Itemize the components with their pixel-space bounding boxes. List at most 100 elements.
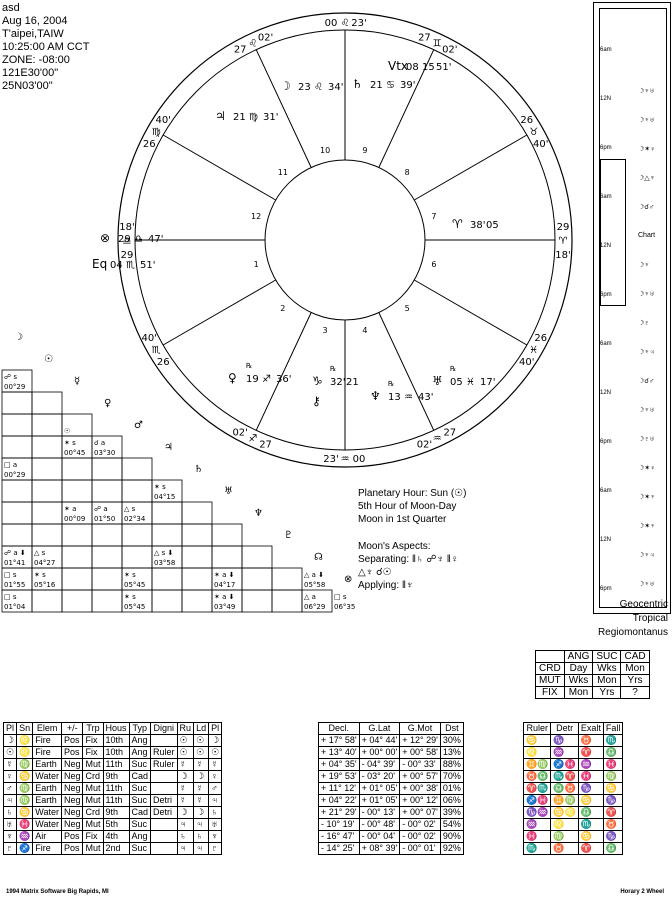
planets-cell: Fire xyxy=(32,842,62,855)
planets-cell: Suc xyxy=(128,794,152,807)
planet-minute: 17' xyxy=(480,377,495,388)
planets-header: Typ xyxy=(128,722,152,735)
dignity-cell: ♎ xyxy=(602,842,624,855)
timeline-event: ☽♆♃ xyxy=(638,552,655,559)
aspect-orb: 00°09 xyxy=(64,515,85,523)
planets-cell: ♃ xyxy=(2,794,18,807)
planet-minute: 43' xyxy=(418,392,433,403)
retrograde-mark: ℞ xyxy=(450,365,456,373)
planets-cell: ♋ xyxy=(16,806,34,819)
timeline-event: ☽✶♀ xyxy=(638,465,656,472)
planets-cell: Fix xyxy=(82,734,104,747)
dignity-cell: ♉ xyxy=(602,818,624,831)
planets-header: Trp xyxy=(82,722,104,735)
cusp-degree-label: 26 xyxy=(534,333,547,344)
moons-aspects-separating-2: △♆ ☌☉ xyxy=(358,567,392,578)
planets-cell: ☉ xyxy=(176,746,195,759)
grid-row-glyph: ⊗ xyxy=(344,574,352,585)
aspect-symbol: ✶ a ⬇ xyxy=(214,593,234,601)
timeline-tick: 12N xyxy=(600,243,612,249)
planet-sign: ♍ xyxy=(249,112,258,123)
dignity-cell: ♒ xyxy=(550,746,579,759)
declination-cell: - 10° 19' xyxy=(318,818,360,831)
aspect-grid-cell xyxy=(181,523,213,547)
planets-cell: ☿ xyxy=(208,758,223,771)
planets-cell: Ang xyxy=(128,830,152,843)
aspect-grid-cell xyxy=(1,589,33,613)
system-tropical: Tropical xyxy=(632,613,668,624)
planets-cell: 11th xyxy=(102,782,130,795)
aspect-orb: 05°45 xyxy=(124,581,145,589)
aspect-grid-cell xyxy=(61,479,93,503)
house-cusp-line xyxy=(255,49,312,168)
planets-cell: Mut xyxy=(82,794,104,807)
aspect-orb: 04°17 xyxy=(214,581,235,589)
chart-header: asd Aug 16, 2004 T'aipei,TAIW 10:25:00 A… xyxy=(2,2,89,93)
declination-cell: - 00° 13' xyxy=(358,806,401,819)
cusp-sign-label: ♍ xyxy=(152,127,161,138)
planet-minute: 36' xyxy=(276,374,291,385)
planets-cell: Neg xyxy=(60,806,84,819)
planets-cell: Earth xyxy=(32,782,62,795)
declination-cell: 06% xyxy=(439,794,464,807)
aspect-grid-cell xyxy=(1,545,33,569)
cusp-sign-label: ♌ xyxy=(341,18,350,29)
house-number: 7 xyxy=(431,212,436,221)
aspect-grid-cell xyxy=(211,589,243,613)
declination-cell: + 01° 05' xyxy=(358,794,401,807)
cusp-degree-label: 29 xyxy=(557,222,570,233)
aspect-symbol: ☍ a ⬇ xyxy=(4,549,26,557)
planets-cell: Water xyxy=(32,818,62,831)
cusp-minute-label: 40' xyxy=(155,115,170,126)
aspect-grid-cell xyxy=(61,589,93,613)
aspect-grid-cell xyxy=(31,523,63,547)
planets-cell: Mut xyxy=(82,758,104,771)
grid-row-glyph: ♇ xyxy=(284,530,293,541)
aspect-symbol: △ s ⬇ xyxy=(154,549,173,557)
planets-cell: Detri xyxy=(150,806,178,819)
cusp-degree-label: 26 xyxy=(520,115,533,126)
aspect-orb: 01°50 xyxy=(94,515,115,523)
declination-cell: + 00° 00' xyxy=(358,746,401,759)
planets-cell: ☽ xyxy=(176,806,195,819)
planet-minute: 31' xyxy=(263,112,278,123)
planets-cell: ♐ xyxy=(16,842,34,855)
cusp-degree-label: 27 xyxy=(418,33,431,44)
house-number: 6 xyxy=(431,260,436,269)
declination-cell: + 00° 12' xyxy=(399,794,441,807)
dignity-header: Fall xyxy=(602,722,624,735)
cusp-sign-label: ♌ xyxy=(248,38,257,49)
timeline-event: ☽△♆ xyxy=(638,175,655,182)
planets-cell xyxy=(150,842,178,855)
planets-cell: ☽ xyxy=(193,770,210,783)
aspect-grid-cell xyxy=(271,589,303,613)
cusp-sign-label: ♐ xyxy=(248,434,257,445)
planets-cell: Mut xyxy=(82,782,104,795)
aspect-grid-cell xyxy=(151,545,183,569)
planet-minute: 51' xyxy=(140,260,155,271)
table-row: + 21° 29'- 00° 13'+ 00° 07'39% xyxy=(318,806,464,819)
planets-cell: Neg xyxy=(60,770,84,783)
declination-header: Decl. xyxy=(318,722,360,735)
dignity-header: Ruler xyxy=(522,722,552,735)
timeline-tick: 6am xyxy=(600,488,612,494)
planets-cell: Earth xyxy=(32,794,62,807)
planet-glyph: ♀ xyxy=(228,371,237,385)
cusp-sign-label: ♏ xyxy=(152,345,161,356)
dignity-header: Detr xyxy=(550,722,579,735)
planets-cell: ☿ xyxy=(176,794,195,807)
planets-cell: Neg xyxy=(60,794,84,807)
house-number: 9 xyxy=(362,146,367,155)
aspect-grid-cell xyxy=(241,545,273,569)
aspect-grid-cell xyxy=(1,523,33,547)
planets-cell: ☽ xyxy=(176,770,195,783)
planets-header: Hous xyxy=(102,722,130,735)
aspect-symbol: △ s xyxy=(124,505,136,513)
planets-cell: Pos xyxy=(60,746,84,759)
planets-cell: ♃ xyxy=(193,818,210,831)
house-number: 10 xyxy=(320,146,330,155)
